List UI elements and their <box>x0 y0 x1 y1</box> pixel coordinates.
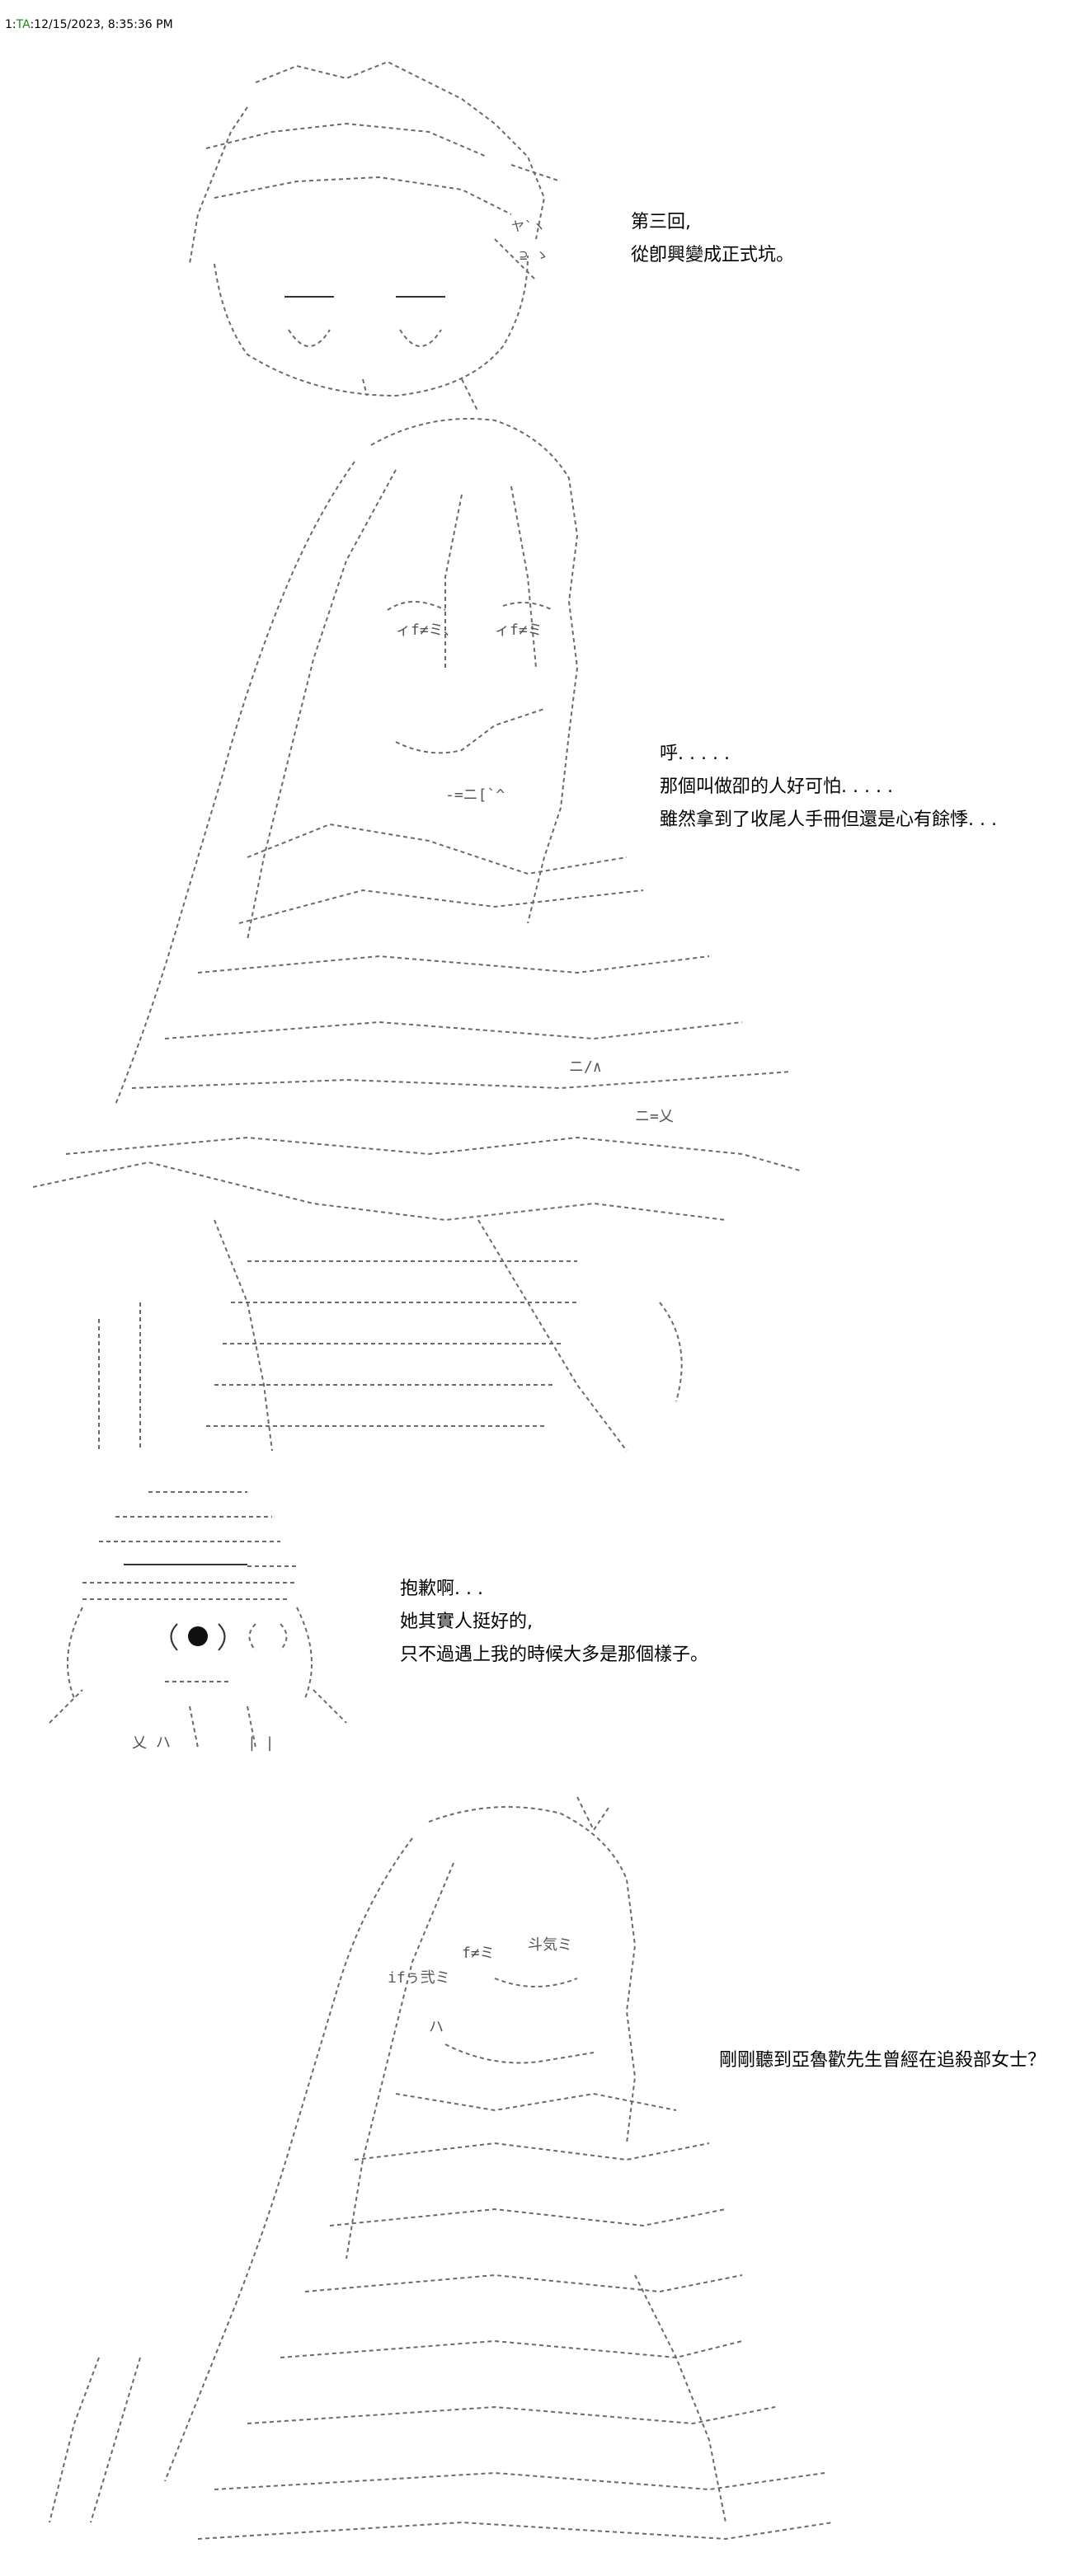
dialogue-line: 從卽興變成正式坑。 <box>631 245 795 265</box>
dialogue-line: 第三回, <box>631 212 691 232</box>
scene-3-dialogue: 抱歉啊. . . 她其實人挺好的, 只不過遇上我的時候大多是那個樣子。 <box>400 1573 708 1672</box>
header-separator: : <box>30 18 35 31</box>
dialogue-line: 抱歉啊. . . <box>400 1579 483 1599</box>
dialogue-line: 她其實人挺好的, <box>400 1612 533 1632</box>
dialogue-line: 雖然拿到了收尾人手冊但還是心有餘悸. . . <box>660 809 997 830</box>
svg-text:ifぅ弐ミ: ifぅ弐ミ <box>388 1969 450 1987</box>
svg-text:| |: | | <box>247 1734 275 1752</box>
svg-text:⊇ ゝ: ⊇ ゝ <box>520 247 548 263</box>
scene-2-dialogue: 呼. . . . . 那個叫做卲的人好可怕. . . . . 雖然拿到了收尾人手… <box>660 738 997 837</box>
dialogue-line: 只不過遇上我的時候大多是那個樣子。 <box>400 1645 709 1665</box>
svg-text:ィf≠ミ: ィf≠ミ <box>495 622 543 639</box>
scene-1-dialogue: 第三回, 從卽興變成正式坑。 <box>631 206 794 272</box>
svg-text:ニ/∧: ニ/∧ <box>569 1058 602 1076</box>
post-header: 1:TA:12/15/2023, 8:35:36 PM <box>5 18 173 31</box>
svg-text:ィf≠ミ、: ィf≠ミ、 <box>396 622 458 639</box>
svg-text:f≠ミ: f≠ミ <box>462 1945 495 1962</box>
spiky-haired-boy-aa-icon: ヤ`ヽ ⊇ ゝ <box>189 60 562 413</box>
svg-text:ニ=乂: ニ=乂 <box>635 1108 674 1125</box>
svg-text:乂 ハ: 乂 ハ <box>132 1734 171 1752</box>
svg-text:ヤ`ヽ: ヤ`ヽ <box>511 218 546 234</box>
svg-text:-=ニ[`^: -=ニ[`^ <box>445 786 505 804</box>
dialogue-line: 剛剛聽到亞魯歡先生曾經在追殺部女士？ <box>719 2050 1046 2071</box>
post-number: 1 <box>5 18 12 31</box>
scene-4-dialogue: 剛剛聽到亞魯歡先生曾經在追殺部女士？ <box>719 2044 1046 2077</box>
header-separator: : <box>12 18 16 31</box>
long-haired-girl-smiling-aa-icon: f≠ミ 斗気ミ ifぅ弐ミ ハ <box>49 1796 834 2541</box>
long-haired-girl-hugging-book-aa-icon: ィf≠ミ、 ィf≠ミ -=ニ[`^ ニ/∧ ニ=乂 <box>32 418 801 1452</box>
svg-text:斗気ミ: 斗気ミ <box>528 1936 572 1954</box>
poster-name: TA <box>16 18 31 31</box>
dialogue-line: 那個叫做卲的人好可怕. . . . . <box>660 777 893 797</box>
post-timestamp: 12/15/2023, 8:35:36 PM <box>34 18 173 31</box>
hat-wearing-small-character-aa-icon: 乂 ハ | | <box>49 1491 347 1752</box>
svg-text:ハ: ハ <box>429 2019 444 2036</box>
dialogue-line: 呼. . . . . <box>660 744 730 764</box>
